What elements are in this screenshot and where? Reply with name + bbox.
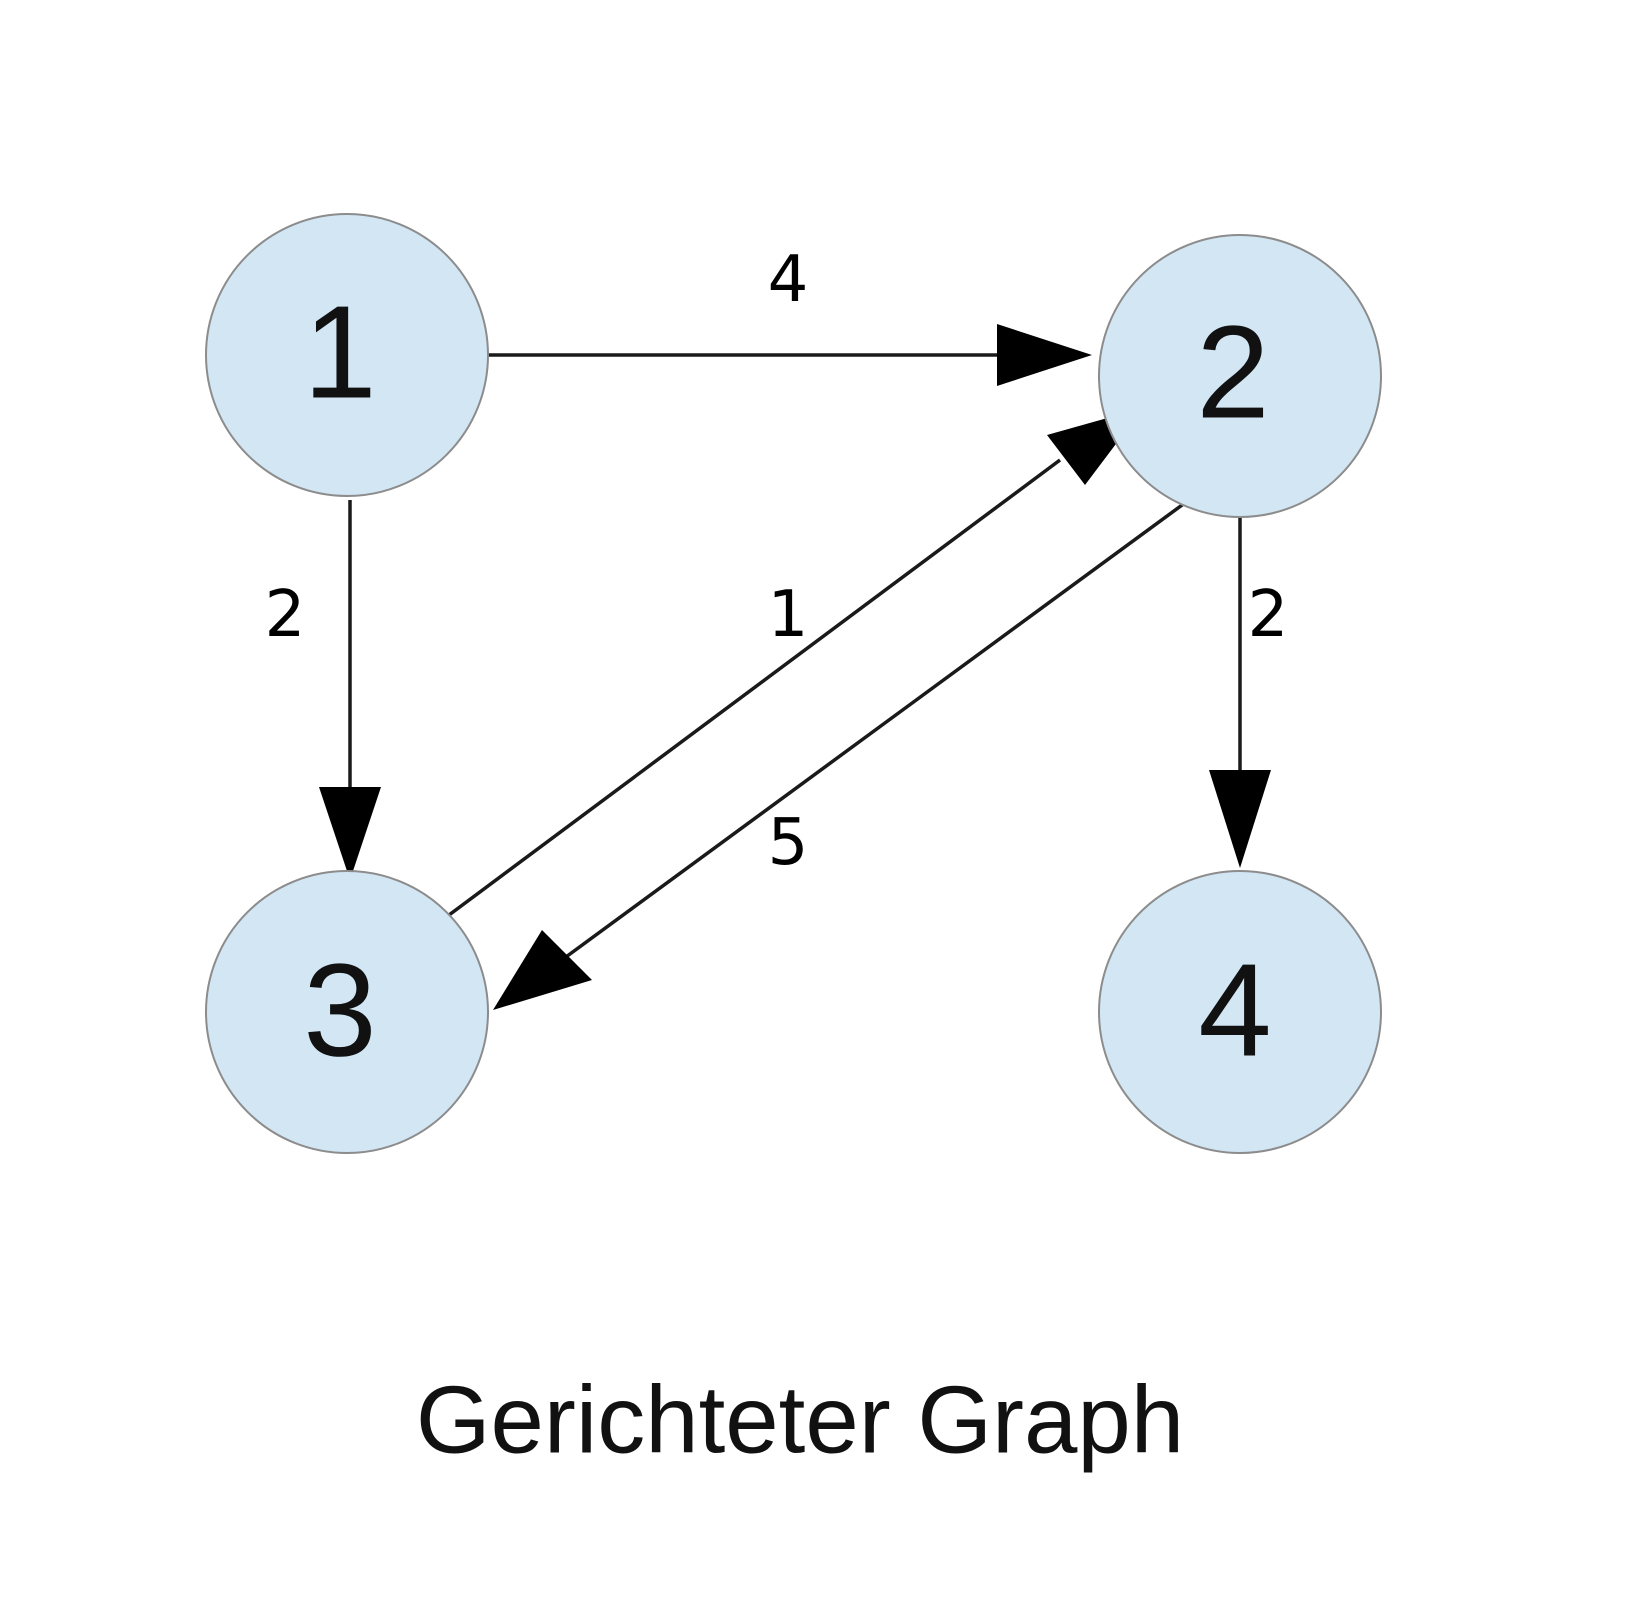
edge-3-to-2-line	[443, 458, 1062, 920]
node-2: 2	[1098, 234, 1382, 518]
edge-1-to-2-weight: 4	[768, 243, 809, 317]
node-2-label: 2	[1196, 299, 1269, 446]
edge-1-to-2-arrowhead	[997, 324, 1092, 386]
edge-2-to-4: 2	[1209, 477, 1288, 868]
edge-2-to-3-arrowhead	[493, 930, 592, 1010]
node-2-circle	[1098, 234, 1382, 518]
node-4-label: 4	[1198, 937, 1271, 1084]
node-4: 4	[1098, 870, 1382, 1154]
edges: 4 2 1 5 2	[265, 243, 1288, 1010]
edge-2-to-4-arrowhead	[1209, 770, 1271, 868]
edge-2-to-3-line	[553, 495, 1195, 967]
edge-1-to-3-weight: 2	[265, 578, 306, 652]
node-4-circle	[1098, 870, 1382, 1154]
node-1-label: 1	[303, 279, 376, 426]
node-1: 1	[205, 213, 489, 497]
edge-2-to-4-weight: 2	[1248, 578, 1289, 652]
edge-1-to-3: 2	[265, 500, 381, 880]
edge-1-to-2: 4	[487, 243, 1092, 386]
edge-3-to-2-weight: 1	[768, 578, 809, 652]
node-3-circle	[205, 870, 489, 1154]
nodes: 1 2 3 4	[205, 213, 1382, 1154]
edge-1-to-3-arrowhead	[319, 787, 381, 880]
edge-2-to-3-weight: 5	[768, 806, 809, 880]
node-3: 3	[205, 870, 489, 1154]
node-3-label: 3	[303, 937, 376, 1084]
edge-2-to-3: 5	[493, 495, 1195, 1010]
node-1-circle	[205, 213, 489, 497]
diagram-caption: Gerichteter Graph	[416, 1367, 1184, 1474]
